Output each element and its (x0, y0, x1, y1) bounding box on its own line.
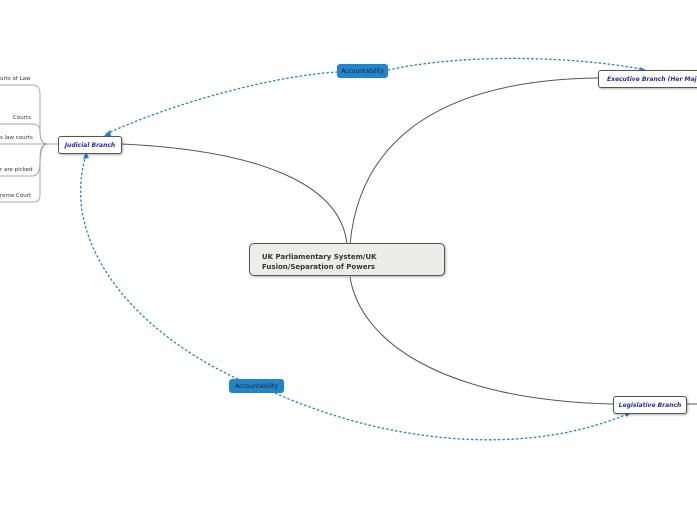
judicial-branch-node[interactable]: Judicial Branch (58, 136, 122, 154)
connector-judicial (120, 143, 348, 245)
relationship-label-accountability[interactable]: Accountability (229, 379, 284, 393)
judicial-child[interactable]: reme Court (0, 193, 32, 199)
central-line-1: UK Parliamentary System/UK (262, 253, 377, 261)
judicial-child[interactable]: urts of Law (0, 76, 31, 82)
accountability-line-1a (105, 71, 339, 135)
legislative-branch-node[interactable]: Legislative Branch (613, 396, 687, 414)
connector-executive (349, 77, 599, 245)
executive-branch-node[interactable]: Executive Branch (Her Majesty (598, 70, 697, 88)
central-topic[interactable]: UK Parliamentary System/UK Fusion/Separat… (249, 243, 445, 276)
accountability-line-2b (274, 392, 631, 441)
accountability-line-2a (80, 154, 241, 381)
connector-legislative (349, 276, 614, 405)
judicial-leaf-connectors (0, 84, 58, 203)
accountability-line-1b (387, 57, 646, 71)
relationship-label-accountability[interactable]: Accountability (337, 64, 388, 78)
judicial-child[interactable]: s law courts (0, 135, 33, 141)
central-line-2: Fusion/Separation of Powers (262, 263, 376, 271)
judicial-child[interactable]: Courts (13, 115, 31, 121)
judicial-child[interactable]: r are picked (0, 167, 33, 173)
